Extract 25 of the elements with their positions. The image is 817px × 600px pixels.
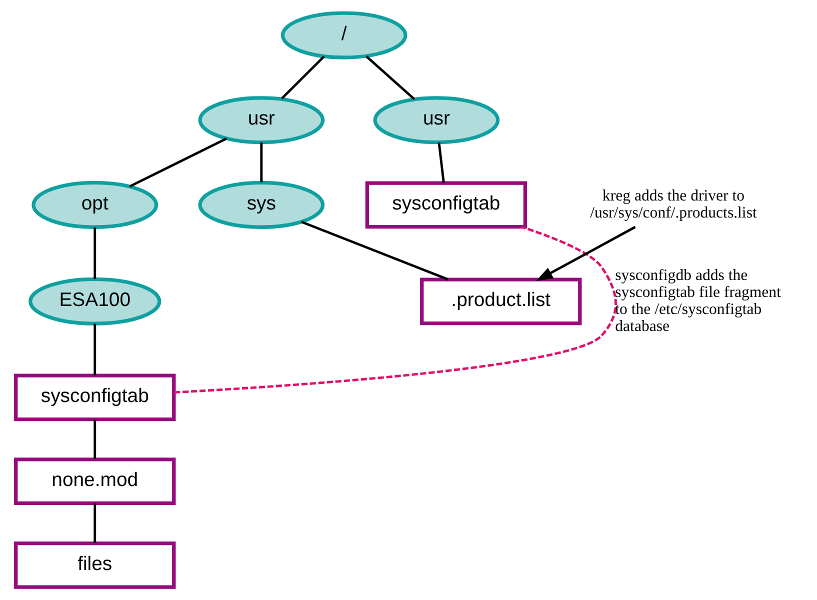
connector: [174, 226, 617, 394]
connector: [438, 142, 445, 183]
connector: [280, 56, 325, 100]
node-box: .product.list: [420, 278, 582, 326]
connector: [366, 56, 416, 100]
connector: [129, 137, 228, 188]
node-ellipse: usr: [373, 96, 500, 144]
edge-label: sysconfigdb adds the sysconfigtab file fragment to the /etc/sysconfigtab database: [615, 267, 781, 336]
connector: [94, 420, 96, 459]
node-box: sysconfigtab: [365, 181, 528, 229]
connector: [94, 324, 96, 376]
connector: [94, 227, 96, 279]
node-box: sysconfigtab: [14, 374, 176, 422]
arrow: [536, 226, 636, 282]
node-text: kreg adds the driver to /usr/sys/conf/.products.list: [590, 188, 757, 222]
connector: [260, 142, 263, 182]
connector: [301, 220, 449, 281]
node-box: none.mod: [14, 458, 176, 506]
node-ellipse: usr: [198, 96, 325, 144]
node-box: files: [14, 541, 176, 589]
node-ellipse: /: [280, 11, 408, 60]
node-ellipse: opt: [32, 180, 158, 229]
connector: [94, 504, 96, 543]
node-ellipse: ESA100: [28, 277, 162, 326]
node-ellipse: sys: [198, 180, 325, 229]
